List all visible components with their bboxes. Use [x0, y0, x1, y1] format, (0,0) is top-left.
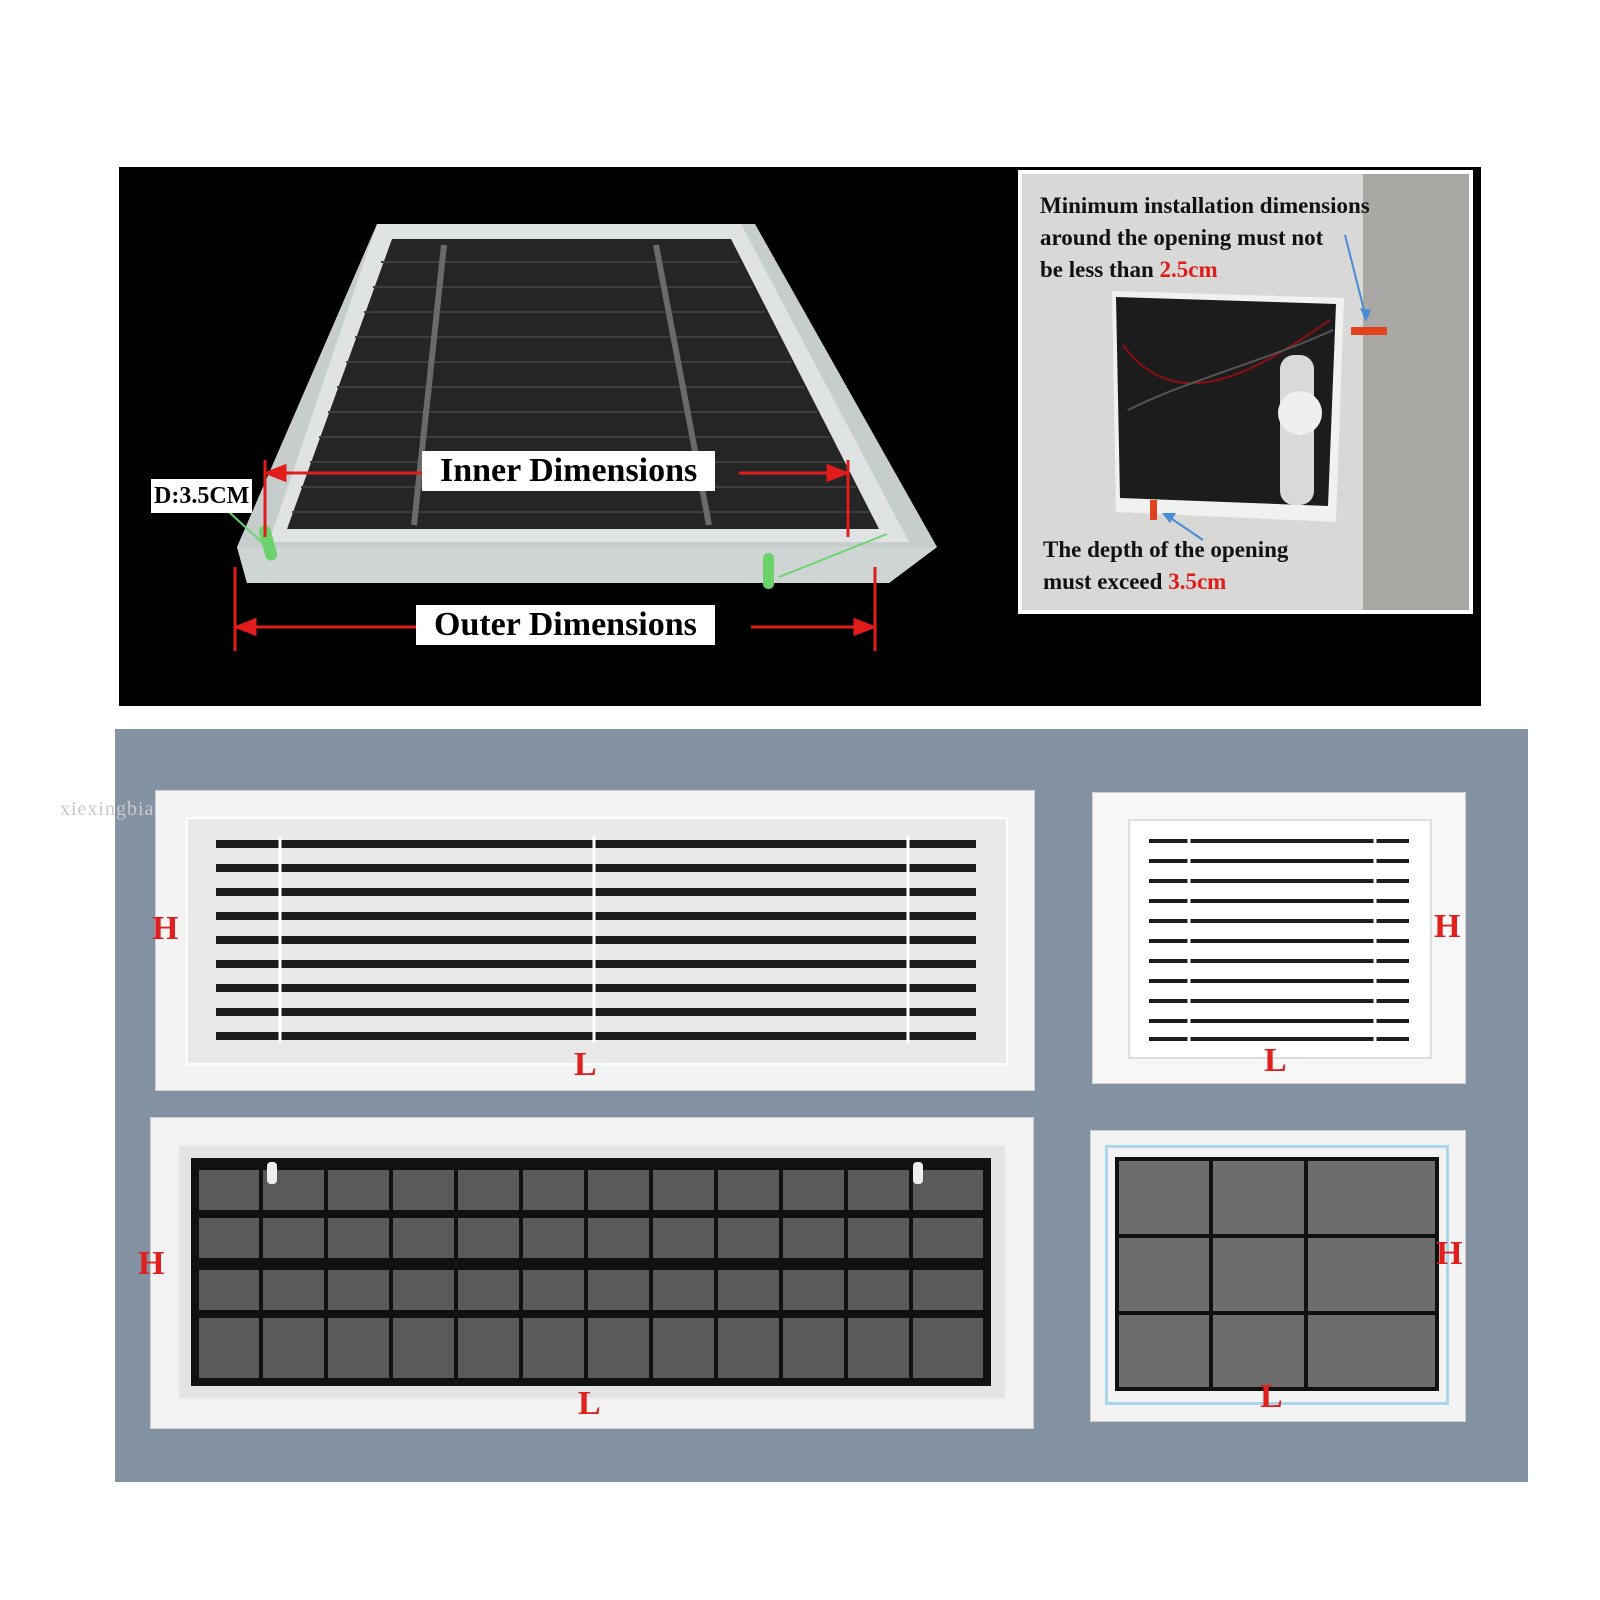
inset-note-line-1: Minimum installation dimensions	[1040, 193, 1370, 218]
linear-louvre-grille-small	[1092, 792, 1466, 1084]
small-louvre-slats	[1149, 835, 1409, 1043]
height-label-4: H	[1436, 1235, 1463, 1272]
height-label-2: H	[1434, 908, 1461, 945]
depth-note-line-2: must exceed 3.5cm	[1043, 566, 1226, 598]
length-label-3: L	[578, 1385, 601, 1422]
watermark: xiexingbianli	[60, 798, 179, 820]
depth-value: 3.5cm	[1168, 569, 1227, 594]
opening-illustration	[1112, 234, 1387, 541]
filter-mesh	[191, 1158, 991, 1386]
depth-note-line-2-prefix: must exceed	[1043, 569, 1169, 594]
inset-note-line-3: be less than 2.5cm	[1040, 254, 1218, 286]
small-filter-mesh	[1115, 1157, 1439, 1391]
linear-louvre-grille-large	[155, 790, 1035, 1091]
height-label-1: H	[152, 910, 179, 947]
min-clearance-value: 2.5cm	[1159, 257, 1218, 282]
louvre-slats	[216, 836, 976, 1043]
outer-dimensions-label: Outer Dimensions	[416, 605, 715, 645]
depth-label: D:3.5CM	[151, 479, 253, 513]
length-label-4: L	[1260, 1378, 1283, 1415]
installation-photo-panel: Inner Dimensions Outer Dimensions D:3.5C…	[119, 167, 1481, 706]
filter-grille-small	[1090, 1130, 1466, 1422]
inset-note-line-2: around the opening must not	[1040, 225, 1324, 250]
filter-grille-large	[150, 1117, 1034, 1429]
depth-note-line-1: The depth of the opening	[1043, 537, 1289, 562]
opening-inset-photo: Minimum installation dimensions around t…	[1018, 170, 1473, 614]
inset-note-line-3-prefix: be less than	[1040, 257, 1160, 282]
inner-dimensions-label: Inner Dimensions	[422, 451, 716, 491]
length-label-2: L	[1264, 1042, 1287, 1079]
height-label-3: H	[138, 1245, 165, 1282]
length-label-1: L	[574, 1046, 597, 1083]
